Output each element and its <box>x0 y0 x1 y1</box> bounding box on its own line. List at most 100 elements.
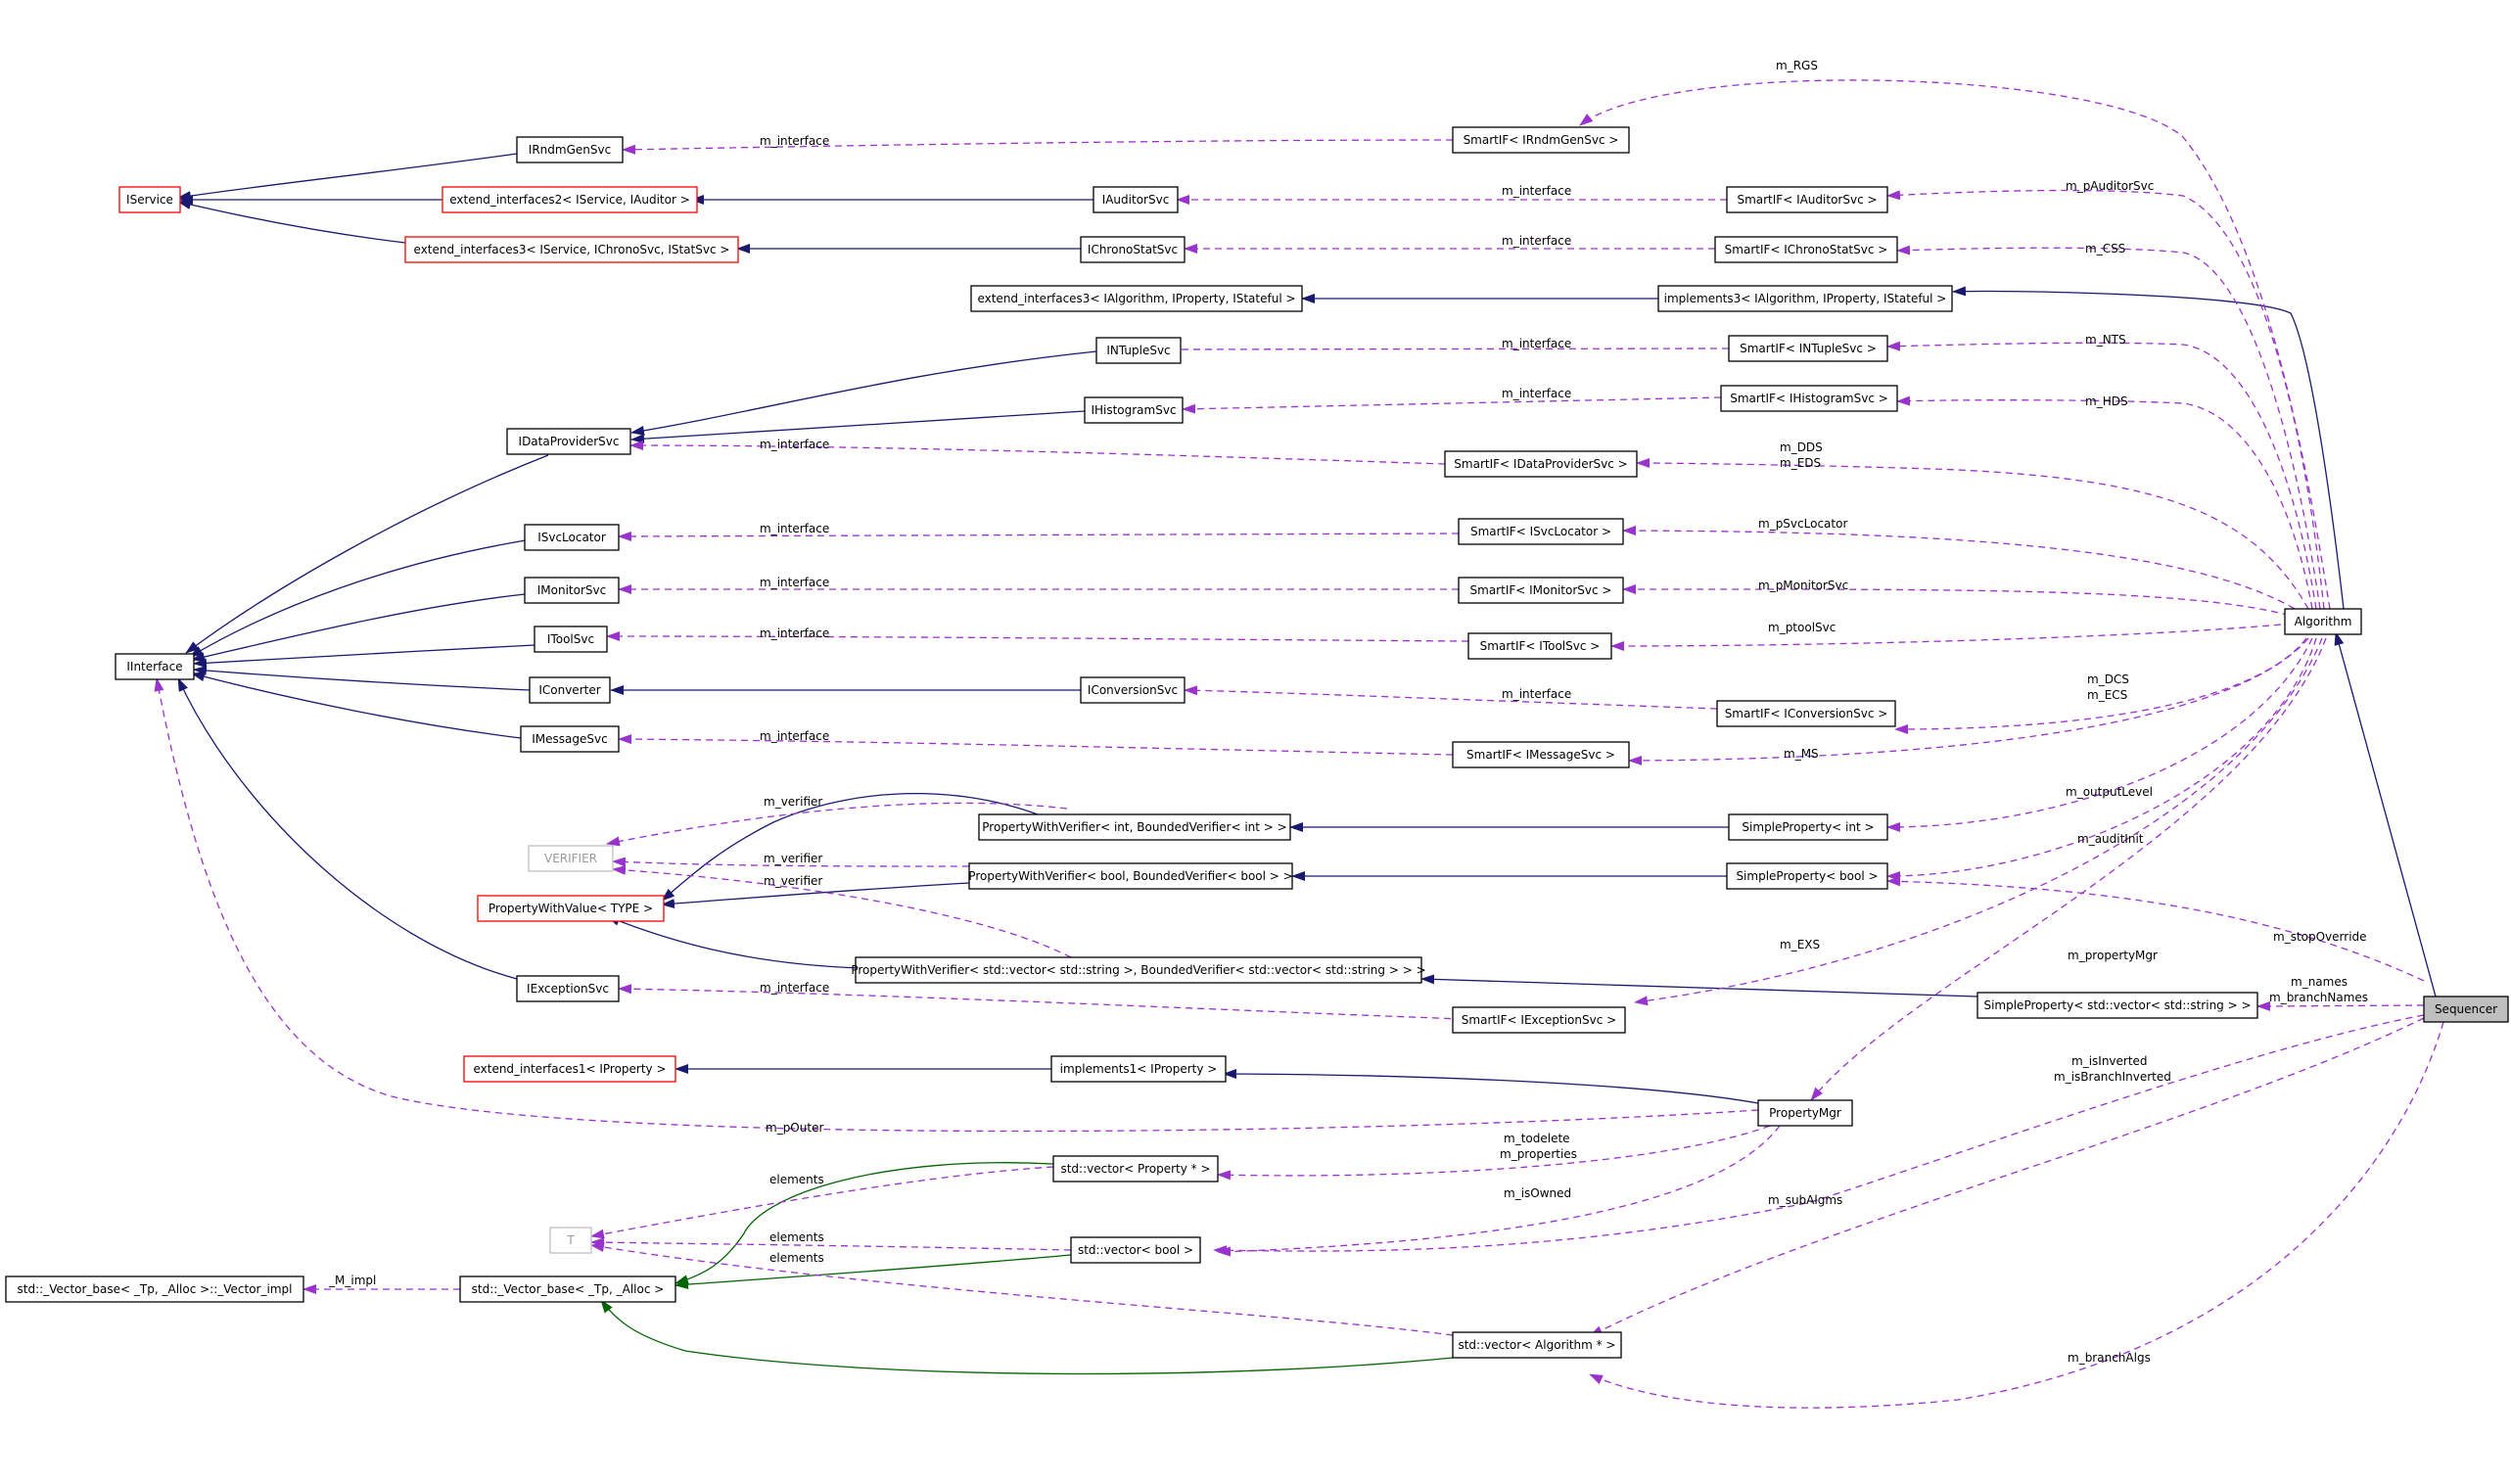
edge-usage <box>1622 583 2302 620</box>
template-param-node-verifier[interactable]: VERIFIER <box>528 845 614 872</box>
class-node-smartif-imonitorsvc[interactable]: SmartIF< IMonitorSvc > <box>1458 577 1624 604</box>
edge-usage <box>154 677 1759 1133</box>
class-node-smartif-ihistogramsvc[interactable]: SmartIF< IHistogramSvc > <box>1720 385 1898 412</box>
class-node-smartif-imessagesvc[interactable]: SmartIF< IMessageSvc > <box>1452 741 1630 768</box>
node-label: std::vector< Property * > <box>1060 1162 1210 1176</box>
class-node-imonitorsvc[interactable]: IMonitorSvc <box>524 577 620 604</box>
edge-label-m-ms: m_MS <box>1784 747 1819 761</box>
class-node-vector-base[interactable]: std::_Vector_base< _Tp, _Alloc > <box>459 1275 676 1303</box>
node-label: SmartIF< IToolSvc > <box>1480 639 1601 653</box>
edge-label-elements: elements <box>769 1251 824 1265</box>
class-node-ichronostatsvc[interactable]: IChronoStatSvc <box>1080 236 1186 263</box>
edge-inherit <box>185 454 549 654</box>
node-label: SmartIF< IMessageSvc > <box>1466 748 1615 762</box>
class-node-algorithm[interactable]: Algorithm <box>2284 608 2362 635</box>
class-node-iinterface[interactable]: IInterface <box>115 653 195 680</box>
class-node-simpleproperty-int[interactable]: SimpleProperty< int > <box>1728 813 1888 841</box>
edge-label-m-branchnames: m_branchNames <box>2269 991 2368 1004</box>
class-node-smartif-iauditorsvc[interactable]: SmartIF< IAuditorSvc > <box>1726 186 1888 213</box>
node-label: Algorithm <box>2295 615 2352 628</box>
edge-inherit <box>177 677 518 980</box>
node-label: SmartIF< IHistogramSvc > <box>1730 392 1888 405</box>
class-node-propertymgr[interactable]: PropertyMgr <box>1757 1099 1853 1127</box>
class-node-smartif-isvclocator[interactable]: SmartIF< ISvcLocator > <box>1458 518 1624 545</box>
class-node-intuplesvc[interactable]: INTupleSvc <box>1095 337 1182 364</box>
node-label: SmartIF< IDataProviderSvc > <box>1454 457 1627 471</box>
edge-inherit <box>661 792 1068 902</box>
edge-label-m-interface: m_interface <box>1502 687 1571 701</box>
class-node-smartif-irndmgensvc[interactable]: SmartIF< IRndmGenSvc > <box>1452 126 1630 154</box>
node-label: SmartIF< IExceptionSvc > <box>1462 1013 1616 1027</box>
class-node-pwv-int[interactable]: PropertyWithVerifier< int, BoundedVerifi… <box>978 813 1291 841</box>
class-node-iconversionsvc[interactable]: IConversionSvc <box>1080 676 1186 704</box>
class-node-smartif-iconversionsvc[interactable]: SmartIF< IConversionSvc > <box>1716 700 1896 727</box>
edge-label-m-isbranchinverted: m_isBranchInverted <box>2054 1070 2171 1084</box>
edge-usage <box>622 139 1454 155</box>
template-param-node-t[interactable]: T <box>549 1227 592 1254</box>
class-node-vector-impl[interactable]: std::_Vector_base< _Tp, _Alloc >::_Vecto… <box>5 1275 304 1303</box>
class-node-smartif-iexceptionsvc[interactable]: SmartIF< IExceptionSvc > <box>1452 1006 1626 1034</box>
class-node-smartif-ichronostatsvc[interactable]: SmartIF< IChronoStatSvc > <box>1714 236 1898 263</box>
edge-label-m-verifier: m_verifier <box>764 852 822 865</box>
class-node-smartif-itoolsvc[interactable]: SmartIF< IToolSvc > <box>1467 632 1612 660</box>
class-node-simpleproperty-vector[interactable]: SimpleProperty< std::vector< std::string… <box>1976 992 2258 1019</box>
class-node-isvclocator[interactable]: ISvcLocator <box>524 524 620 551</box>
edge-template <box>674 1254 1072 1290</box>
class-node-irndmgensvc[interactable]: IRndmGenSvc <box>516 136 624 163</box>
class-node-vector-algorithm[interactable]: std::vector< Algorithm * > <box>1452 1331 1622 1359</box>
class-node-iauditorsvc[interactable]: IAuditorSvc <box>1093 186 1179 213</box>
edge-usage <box>590 1237 1072 1251</box>
class-node-itoolsvc[interactable]: IToolSvc <box>534 626 608 653</box>
edge-label-m-interface: m_interface <box>760 438 829 451</box>
edge-usage <box>1217 1125 1771 1181</box>
class-node-implements3[interactable]: implements3< IAlgorithm, IProperty, ISta… <box>1657 285 1953 312</box>
edge-usage <box>590 1242 1454 1336</box>
class-node-pwv-bool[interactable]: PropertyWithVerifier< bool, BoundedVerif… <box>968 862 1293 890</box>
node-label: extend_interfaces2< IService, IAuditor > <box>449 193 690 207</box>
class-node-implements1[interactable]: implements1< IProperty > <box>1050 1055 1227 1083</box>
node-label: IService <box>126 193 173 207</box>
edge-usage <box>1886 341 2317 610</box>
node-label: SmartIF< INTupleSvc > <box>1740 342 1877 355</box>
edge-inherit <box>2334 631 2437 997</box>
interface-node-extend-interfaces1[interactable]: extend_interfaces1< IProperty > <box>463 1055 676 1083</box>
edge-usage <box>1886 637 2317 881</box>
edge-usage <box>1589 1017 2425 1337</box>
edge-inherit <box>1223 1069 1759 1104</box>
template-edges <box>600 1162 1454 1375</box>
inheritance-edges <box>177 153 2437 1104</box>
class-node-iconverter[interactable]: IConverter <box>529 676 611 704</box>
edge-inherit <box>661 882 970 909</box>
node-label: IHistogramSvc <box>1091 403 1176 417</box>
class-node-extend-interfaces3-ialgorithm[interactable]: extend_interfaces3< IAlgorithm, IPropert… <box>970 285 1303 312</box>
edge-usage <box>1634 637 2323 1006</box>
node-label: SimpleProperty< std::vector< std::string… <box>1983 998 2251 1012</box>
edge-label-m-isinverted: m_isInverted <box>2071 1054 2148 1068</box>
edge-inherit <box>191 593 526 662</box>
edge-label-m-branchalgs: m_branchAlgs <box>2068 1351 2151 1365</box>
node-label: IDataProviderSvc <box>519 435 620 448</box>
node-label: PropertyWithValue< TYPE > <box>488 902 653 915</box>
node-label: SmartIF< IConversionSvc > <box>1725 707 1888 720</box>
interface-node-propertywithvalue[interactable]: PropertyWithValue< TYPE > <box>477 895 665 922</box>
edge-label-m-verifier: m_verifier <box>764 795 822 809</box>
class-node-vector-property[interactable]: std::vector< Property * > <box>1052 1155 1219 1183</box>
edge-label-m-hds: m_HDS <box>2085 394 2128 408</box>
interface-node-extend-interfaces3-ichrono[interactable]: extend_interfaces3< IService, IChronoSvc… <box>404 236 739 263</box>
interface-node-extend-interfaces2[interactable]: extend_interfaces2< IService, IAuditor > <box>442 186 698 213</box>
class-node-vector-bool[interactable]: std::vector< bool > <box>1070 1236 1201 1264</box>
edge-usage <box>1579 79 2331 610</box>
interface-node-iservice[interactable]: IService <box>118 186 181 213</box>
edge-label-m-dds: m_DDS <box>1780 441 1823 454</box>
edge-label-m-interface: m_interface <box>1502 184 1571 198</box>
class-node-idataprovidersvc[interactable]: IDataProviderSvc <box>506 428 631 455</box>
class-node-ihistogramsvc[interactable]: IHistogramSvc <box>1084 396 1184 424</box>
class-node-pwv-vector[interactable]: PropertyWithVerifier< std::vector< std::… <box>851 956 1426 984</box>
edge-labels: m_RGS m_interface m_pAuditorSvc m_interf… <box>328 59 2368 1365</box>
class-node-imessagesvc[interactable]: IMessageSvc <box>520 725 620 753</box>
class-node-smartif-intuplesvc[interactable]: SmartIF< INTupleSvc > <box>1728 335 1888 362</box>
class-node-smartif-idataprovidersvc[interactable]: SmartIF< IDataProviderSvc > <box>1444 450 1638 478</box>
class-node-simpleproperty-bool[interactable]: SimpleProperty< bool > <box>1726 862 1888 890</box>
class-node-iexceptionsvc[interactable]: IExceptionSvc <box>516 975 620 1002</box>
class-node-sequencer[interactable]: Sequencer <box>2423 996 2509 1023</box>
